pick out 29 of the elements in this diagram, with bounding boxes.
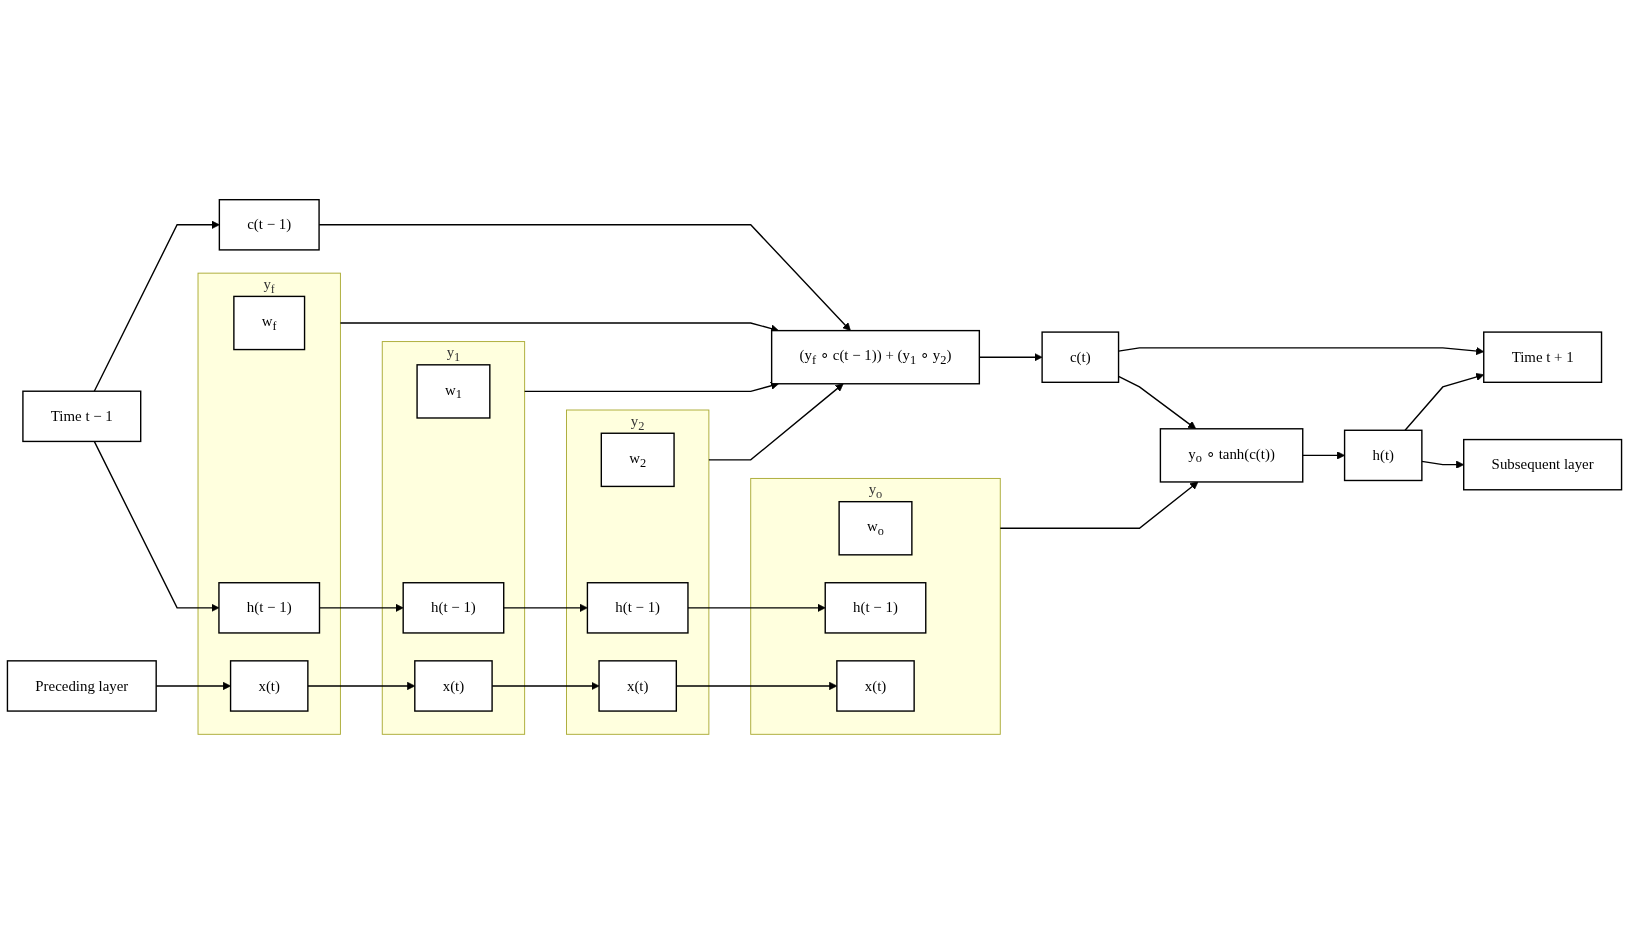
node-box: h(t) xyxy=(1343,429,1423,482)
node-box: h(t − 1) xyxy=(218,582,321,634)
node-box: c(t − 1) xyxy=(218,199,320,251)
node-box: Subsequent layer xyxy=(1463,438,1623,491)
arrow xyxy=(999,481,1199,529)
node-box: x(t) xyxy=(836,660,915,712)
node-box: x(t) xyxy=(414,660,493,712)
node-box: h(t − 1) xyxy=(824,582,927,634)
node-box: x(t) xyxy=(229,660,309,712)
node-box: y$_{o}$ ∘ tanh(c(t)) xyxy=(1159,428,1304,483)
node-box: h(t − 1) xyxy=(402,582,505,634)
node-box: w$_{f}$ xyxy=(233,295,306,351)
node-box: (y$_{f}$ ∘ c(t − 1)) + (y$_{1}$ ∘ y$_{2}$) xyxy=(770,329,981,385)
node-box: x(t) xyxy=(598,660,677,712)
node-box: w$_{o}$ xyxy=(838,501,913,556)
node-box: Time t − 1 xyxy=(22,390,142,443)
arrow xyxy=(1302,451,1345,460)
arrow xyxy=(503,603,588,612)
node-box: h(t − 1) xyxy=(586,582,689,634)
arrow xyxy=(93,220,220,392)
node-box: w$_{2}$ xyxy=(600,432,675,488)
node-box: c(t) xyxy=(1041,331,1120,383)
arrow xyxy=(523,381,779,393)
node-box: Time t + 1 xyxy=(1483,331,1603,383)
arrow xyxy=(339,322,779,333)
arrow xyxy=(708,383,844,461)
node-box: w$_{1}$ xyxy=(416,364,491,419)
node-box: Preceding layer xyxy=(6,660,157,712)
arrow xyxy=(687,603,826,612)
